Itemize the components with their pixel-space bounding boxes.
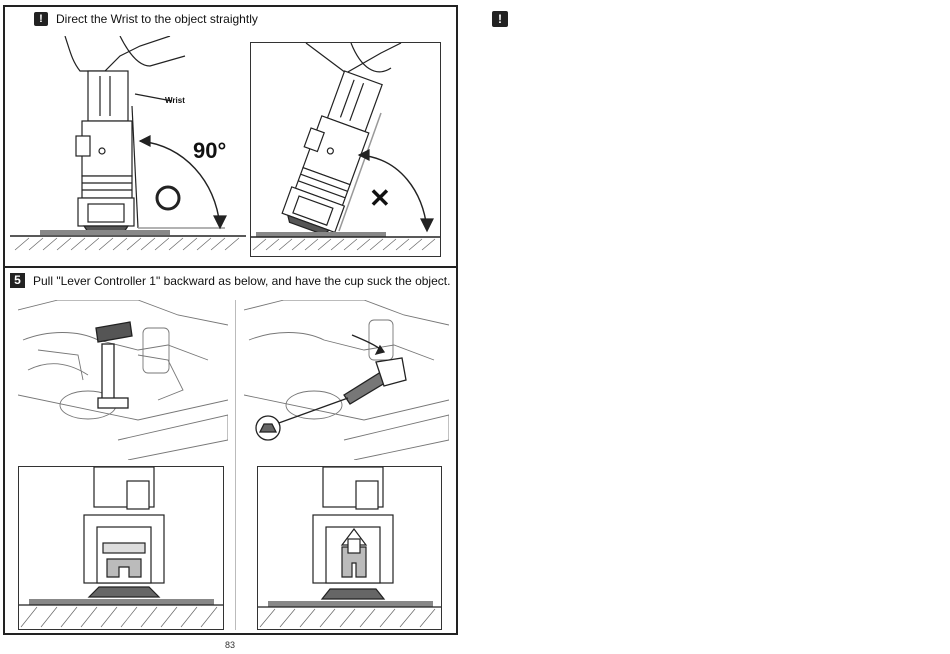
- step-5-header: 5 Pull "Lever Controller 1" backward as …: [10, 273, 450, 288]
- incorrect-example-panel: ✕: [250, 42, 441, 257]
- section-divider: [5, 266, 456, 268]
- step-5-text: Pull "Lever Controller 1" backward as be…: [33, 274, 450, 288]
- warning-icon: !: [34, 12, 48, 26]
- warning-header: ! Direct the Wrist to the object straigh…: [34, 12, 258, 26]
- wrist-label: Wrist: [165, 96, 185, 105]
- illustration-wrist-tilted: [251, 43, 441, 257]
- cup-before-panel: [18, 466, 224, 630]
- wrong-mark: ✕: [369, 183, 391, 214]
- step-number-badge: 5: [10, 273, 25, 288]
- illustration-cup-before: [19, 467, 224, 630]
- warning-title: Direct the Wrist to the object straightl…: [56, 12, 258, 26]
- illustration-cup-suction: [258, 467, 442, 630]
- angle-label: 90°: [193, 138, 226, 164]
- column-separator: [235, 300, 236, 630]
- cup-suction-panel: [257, 466, 442, 630]
- right-page-warning-icon: !: [492, 11, 508, 27]
- illustration-lever-pulled: [244, 300, 449, 460]
- illustration-lever-upright: [18, 300, 228, 460]
- page-number: 83: [225, 640, 235, 650]
